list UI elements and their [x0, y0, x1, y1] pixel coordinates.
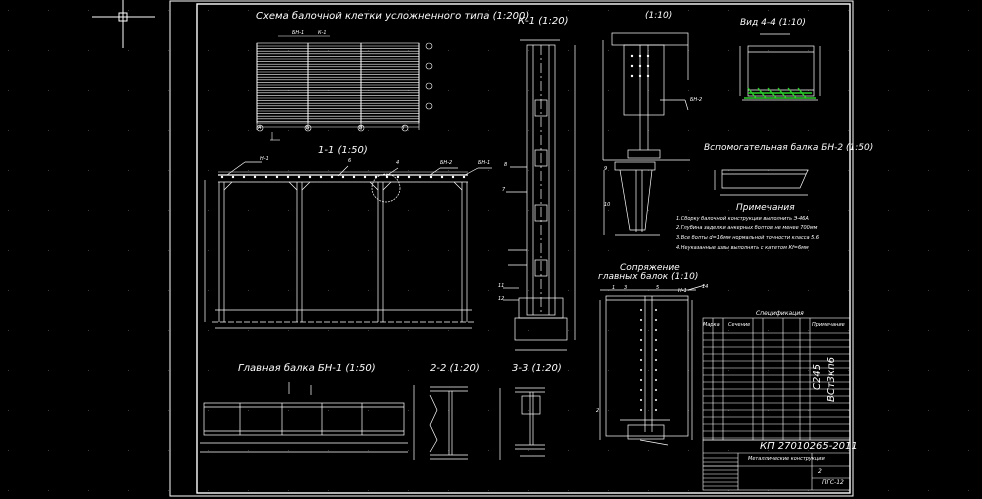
beam-grid-title: Схема балочной клетки усложненного типа … [256, 11, 530, 22]
label-pos9: 9 [604, 166, 608, 172]
label-n1-frame: Н-1 [260, 156, 269, 162]
label-pos7: 7 [502, 187, 506, 193]
notes-title: Примечания [736, 203, 795, 213]
note-3: 3.Все болты d=16мм нормальной точности к… [676, 235, 820, 241]
aux-beam-detail [714, 169, 809, 196]
title-block-org: ПГС-12 [822, 479, 844, 486]
spec-title: Спецификация [756, 310, 804, 317]
node-a-detail [602, 32, 690, 236]
section-3-3 [499, 387, 545, 460]
label-n1-joint: Н-1 [678, 288, 687, 294]
note-2: 2.Глубина заделки анкерных болтов не мен… [676, 225, 818, 231]
joint-title-line1: Сопряжение [620, 263, 680, 273]
label-pos6: 6 [348, 158, 352, 164]
label-pos4: 4 [396, 160, 400, 166]
view-4-4-title: Вид 4-4 (1:10) [740, 18, 806, 28]
label-bm2-node: БН-2 [690, 97, 703, 103]
sheet-border [169, 0, 854, 497]
label-pos11: 11 [498, 283, 505, 289]
note-4: 4.Неуказанные швы выполнять с катетом Кf… [676, 245, 809, 251]
label-pos2: 2 [596, 408, 600, 414]
label-k1-grid: К-1 [318, 30, 327, 36]
steel-grade-1: С245 [812, 363, 823, 390]
node-a-bolts [630, 54, 650, 78]
doc-code: КП 27010265-2011 [760, 441, 858, 452]
label-pos3: 3 [624, 285, 628, 291]
label-bm1-grid: БН-1 [292, 30, 305, 36]
label-axis-v: В [359, 125, 363, 131]
label-pos1: 1 [612, 285, 616, 291]
label-bm2-frame: БН-2 [440, 160, 453, 166]
view-4-4-weld [744, 87, 816, 99]
section-1-1-nodes [220, 175, 466, 179]
label-pos10: 10 [604, 202, 611, 208]
section-1-1-title: 1-1 (1:50) [318, 145, 368, 156]
joint-title-line2: главных балок (1:10) [598, 272, 699, 282]
spec-col-note: Примечание [812, 322, 845, 328]
title-block [702, 439, 851, 491]
background-grid [8, 10, 969, 491]
title-block-sheet: 2 [818, 468, 822, 475]
crosshair-cursor[interactable] [92, 0, 155, 48]
title-block-name: Металлические конструкции [748, 456, 825, 462]
spec-col-section: Сечение [728, 322, 751, 328]
note-1: 1.Сборку балочной конструкции выполнить … [676, 216, 809, 222]
section-1-1-frame [204, 161, 492, 329]
label-pos5: 5 [656, 285, 660, 291]
label-pos12: 12 [498, 296, 505, 302]
label-axis-a: А [258, 125, 262, 131]
section-2-2-title: 2-2 (1:20) [430, 363, 480, 374]
column-title: К-1 (1:20) [518, 16, 569, 27]
label-bm1-frame: БН-1 [478, 160, 491, 166]
beam-grid-plan [256, 35, 433, 141]
main-beam-title: Главная балка БН-1 (1:50) [238, 363, 376, 374]
label-axis-b: Б [306, 125, 310, 131]
label-axis-g: Г [403, 125, 406, 131]
steel-grade-2: ВСт3кп6 [826, 357, 837, 402]
main-beam-elevation [200, 382, 408, 453]
label-pos14: 14 [702, 284, 709, 290]
column-k1 [503, 39, 576, 351]
main-beam-joint [599, 284, 706, 446]
label-pos8: 8 [504, 162, 508, 168]
node-a-title: (1:10) [645, 11, 673, 21]
section-3-3-title: 3-3 (1:20) [512, 363, 562, 374]
main-beam-joint-bolts [640, 309, 657, 411]
aux-beam-title: Вспомогательная балка БН-2 (1:50) [704, 143, 874, 153]
spec-col-mark: Марка [703, 322, 720, 328]
section-2-2 [413, 385, 468, 460]
